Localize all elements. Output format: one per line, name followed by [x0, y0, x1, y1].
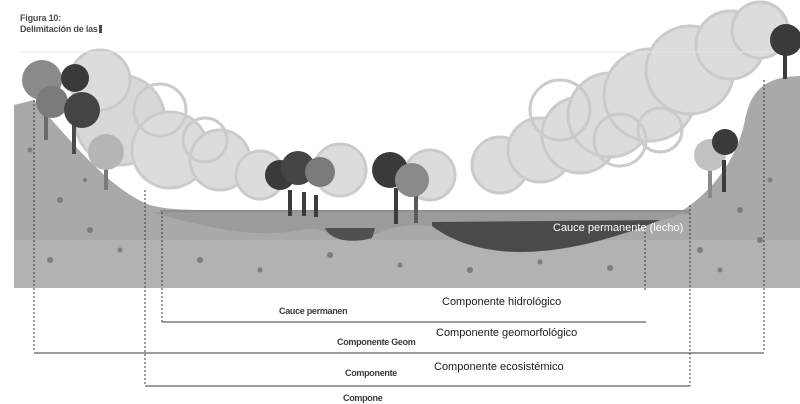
- label-componente-geomorfologico: Componente geomorfológico: [436, 327, 578, 339]
- label-componente-hidrologico: Componente hidrológico: [442, 296, 562, 308]
- label-cauce-permanente-lecho: Cauce permanente (lecho): [553, 222, 684, 234]
- ghost-label-geom: Componente Geom: [337, 337, 416, 347]
- component-brackets: [34, 321, 764, 387]
- figure-label: Figura 10:: [20, 13, 62, 23]
- trees-left: [22, 60, 124, 190]
- ghost-label-componente: Componente: [345, 368, 397, 378]
- soil-texture: [27, 147, 773, 273]
- ghost-label-compone: Compone: [343, 393, 383, 403]
- water-channel-main: [432, 220, 660, 252]
- background-foliage: [68, 0, 790, 202]
- ghost-label-cauce: Cauce permanen: [279, 306, 348, 316]
- figure-header: Figura 10: Delimitación de las: [20, 13, 102, 35]
- water-channel-left: [325, 228, 375, 241]
- figure-subtitle: Delimitación de las: [20, 24, 102, 35]
- label-componente-ecosistemico: Componente ecosistémico: [434, 361, 564, 373]
- trees-center: [265, 151, 429, 224]
- marker-lines: [33, 80, 765, 386]
- trees-right: [694, 24, 800, 198]
